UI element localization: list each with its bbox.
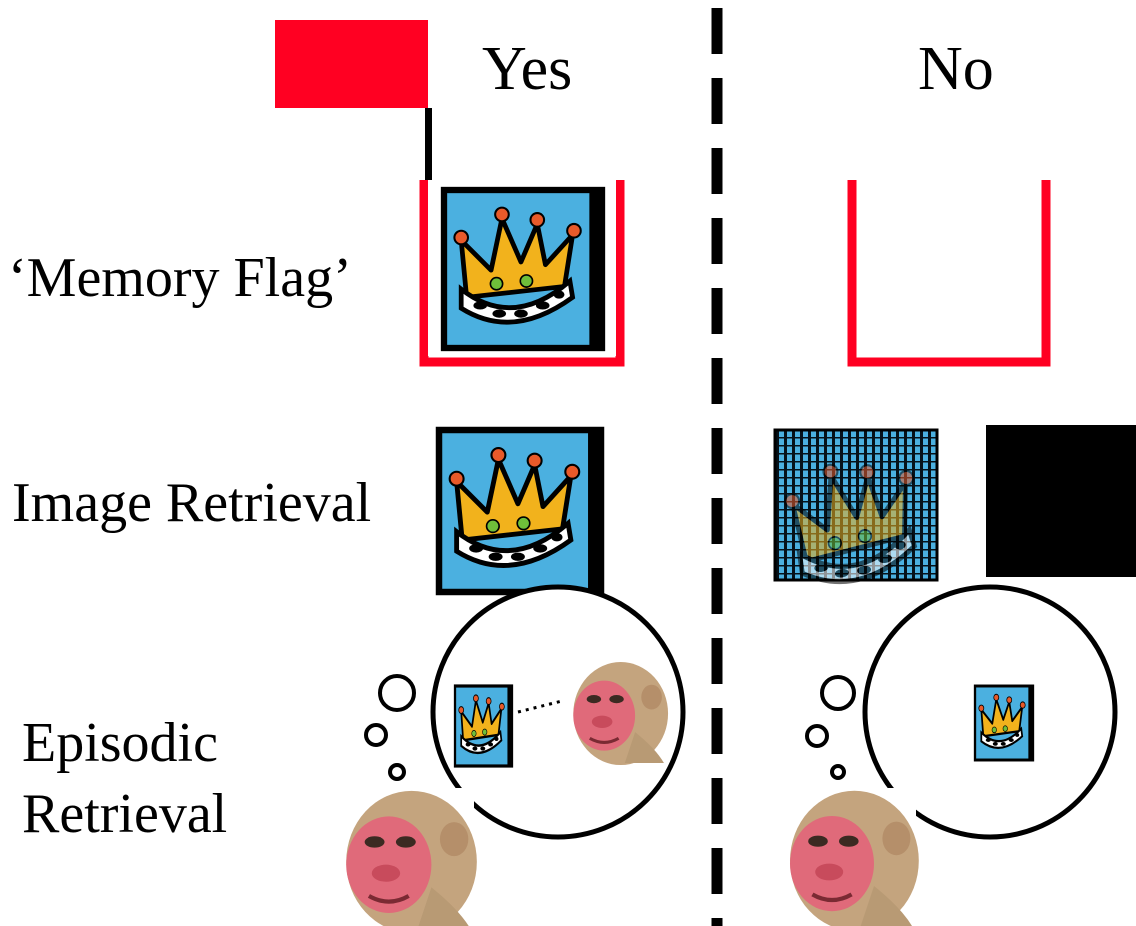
monkey-icon-recalled [561,658,670,767]
crown-icon-small-no [975,686,1033,760]
memory-flag-label: ‘Memory Flag’ [8,247,352,309]
thought-bubble-dot-3-no [830,764,846,780]
crown-icon-flagged [444,190,602,348]
crown-icon-retrieved [439,430,601,592]
thought-bubble-icon-large [430,584,686,840]
memory-flag-container-no [847,180,1051,367]
thought-bubble-dot-2 [364,723,388,747]
no-column-heading: No [918,35,994,103]
crown-icon-small-episodic [455,686,512,766]
flag-pole [425,108,432,184]
yes-column-heading: Yes [482,35,573,103]
episodic-retrieval-label-line2: Retrieval [22,783,228,845]
flag-icon [275,20,428,108]
blank-mask [986,425,1136,577]
crown-icon-degraded [773,428,939,588]
thought-bubble-dot-2-no [805,724,829,748]
association-link [517,698,567,714]
memory-flag-container-yes [419,180,625,367]
thought-bubble-dot-3 [388,763,406,781]
monkey-icon-thinker-yes [332,788,477,926]
image-retrieval-label: Image Retrieval [12,472,372,534]
thought-bubble-dot-1 [378,674,416,712]
episodic-retrieval-label-line1: Episodic [22,712,218,774]
thought-bubble-dot-1-no [820,675,856,711]
monkey-icon-thinker-no [776,788,919,926]
